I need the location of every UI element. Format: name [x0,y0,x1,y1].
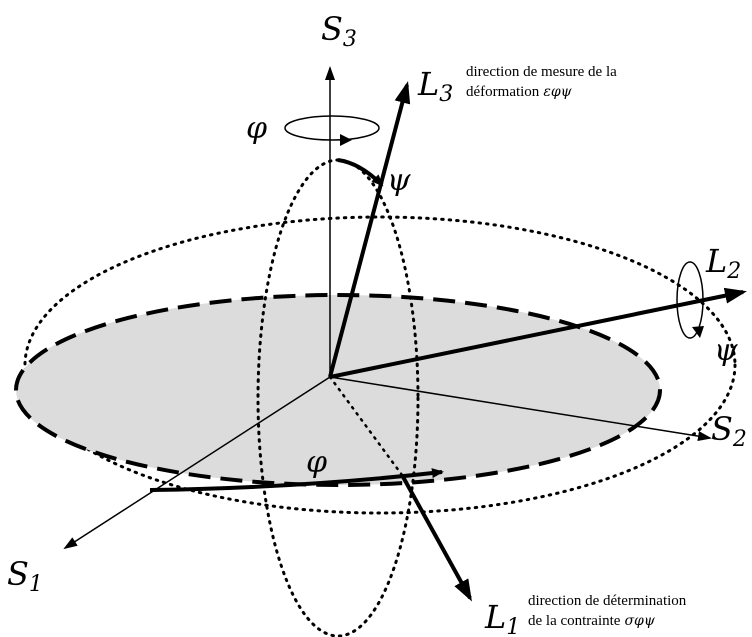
l3-label: L3 [417,65,453,107]
psi-rotation-arrowhead [692,326,704,338]
l2-axis [329,287,747,379]
l3-note-line1: direction de mesure de la [466,64,617,80]
phi-rotation-arrowhead [340,134,352,146]
l1-projection-dotted [328,375,404,477]
phi-arc-arrow [149,468,444,492]
phi-top-label: φ [246,111,267,146]
phi-rotation-ring [284,115,380,141]
l1-note-line1: direction de détermination [528,593,687,609]
l1-axis [400,474,472,602]
s1-axis [63,376,331,550]
l2-label: L2 [705,242,741,284]
sphere-outline-dotted [23,215,737,515]
psi-right-label: ψ [714,333,738,368]
s2-label: S2 [711,410,747,452]
psi-top-label: ψ [387,163,411,198]
psi-rotation-ring [676,261,704,339]
l1-label: L1 [484,598,520,637]
s3-label: S3 [321,10,357,52]
l3-axis [328,81,411,378]
psi-arc-arrow [337,158,384,187]
s1-label: S1 [7,555,43,597]
phi-bottom-label: φ [306,445,327,480]
s2-axis [329,376,712,442]
